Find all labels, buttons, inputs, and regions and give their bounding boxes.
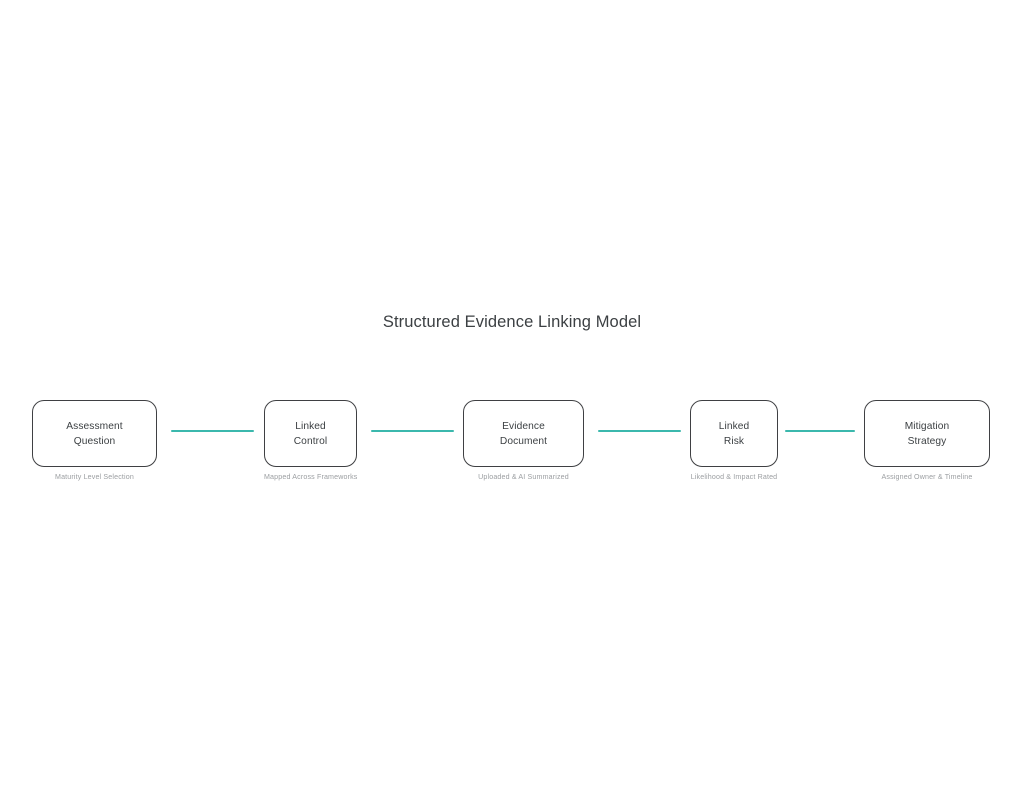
node-caption-linked-control: Mapped Across Frameworks bbox=[264, 473, 358, 481]
flow-node-mitigation-strategy[interactable]: Mitigation Strategy bbox=[864, 400, 990, 467]
node-label-line1: Mitigation bbox=[904, 420, 950, 432]
node-label-line2: Strategy bbox=[907, 435, 947, 447]
flow-connector-1 bbox=[171, 430, 254, 432]
node-caption-evidence-document: Uploaded & AI Summarized bbox=[478, 473, 569, 481]
node-label-line1: Assessment bbox=[66, 420, 123, 432]
node-label-line1: Linked bbox=[295, 420, 326, 432]
node-label-line1: Evidence bbox=[502, 420, 545, 432]
flow-node-assessment-question[interactable]: Assessment Question bbox=[32, 400, 157, 467]
node-label-line2: Risk bbox=[723, 435, 745, 447]
flow-node-linked-control[interactable]: Linked Control bbox=[264, 400, 357, 467]
node-caption-linked-risk: Likelihood & Impact Rated bbox=[690, 473, 778, 481]
diagram-title: Structured Evidence Linking Model bbox=[382, 313, 642, 331]
flow-connector-4 bbox=[785, 430, 855, 432]
node-label-line2: Question bbox=[73, 435, 116, 447]
node-caption-mitigation-strategy: Assigned Owner & Timeline bbox=[881, 473, 973, 481]
flow-connector-3 bbox=[598, 430, 681, 432]
flow-node-evidence-document[interactable]: Evidence Document bbox=[463, 400, 584, 467]
flow-connector-2 bbox=[371, 430, 454, 432]
flow-node-linked-risk[interactable]: Linked Risk bbox=[690, 400, 778, 467]
node-caption-assessment-question: Maturity Level Selection bbox=[55, 473, 134, 481]
node-label-line1: Linked bbox=[718, 420, 750, 432]
node-label-line2: Control bbox=[293, 435, 328, 447]
node-label-line2: Document bbox=[499, 435, 548, 447]
